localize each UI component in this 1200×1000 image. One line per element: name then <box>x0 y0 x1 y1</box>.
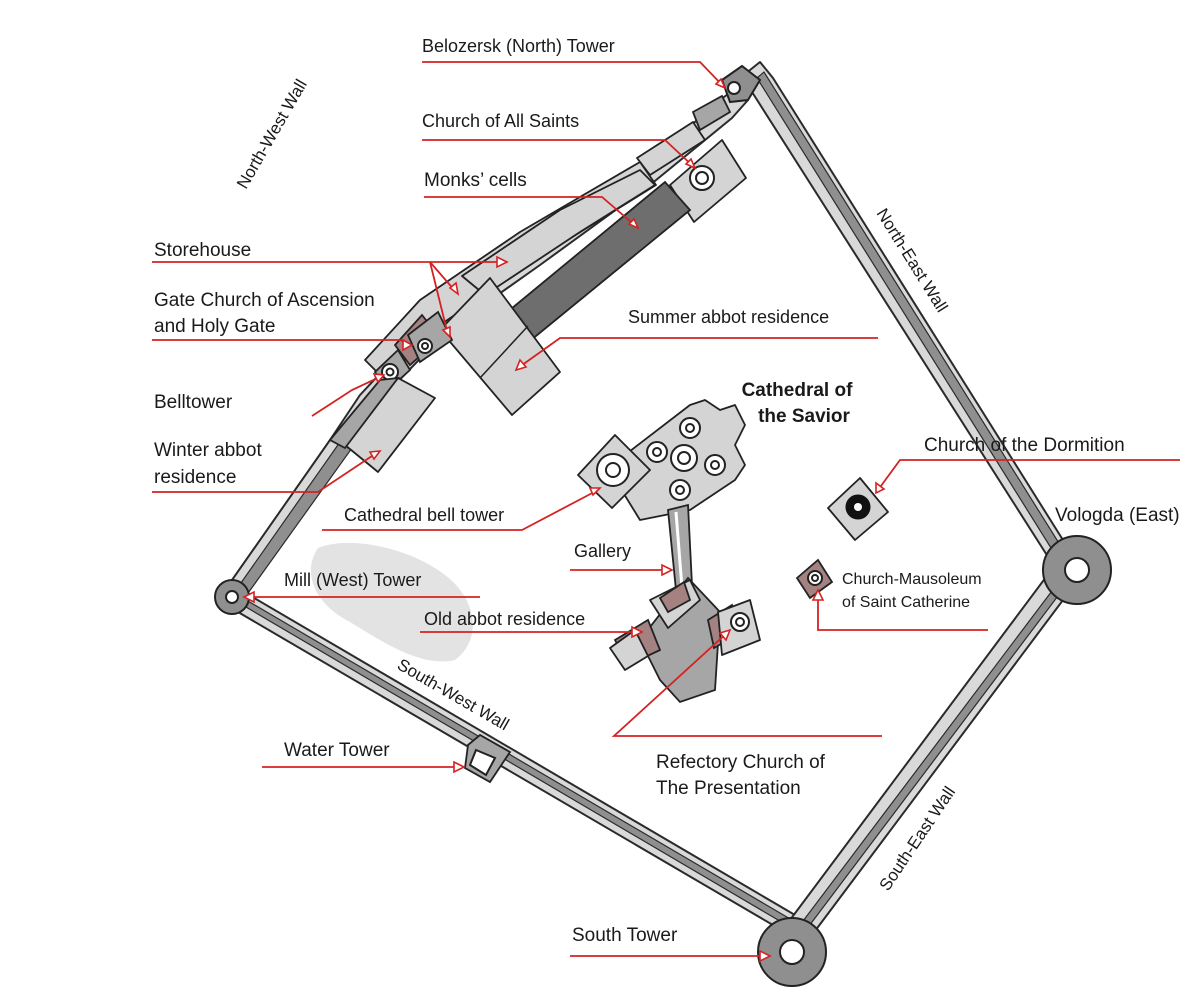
label-refectory-2: The Presentation <box>656 778 801 799</box>
summer-abbot-residence <box>439 277 561 416</box>
south-east-wall <box>789 564 1079 936</box>
label-winter-abbot-2: residence <box>154 467 236 488</box>
label-gallery: Gallery <box>574 541 631 561</box>
label-water-tower: Water Tower <box>284 740 390 761</box>
church-all-saints <box>669 139 747 223</box>
gate-church <box>393 310 454 367</box>
label-vologda-tower: Vologda (East) <box>1055 505 1180 526</box>
label-cathedral-bell-tower: Cathedral bell tower <box>344 505 504 525</box>
label-belltower: Belltower <box>154 392 233 413</box>
vologda-tower <box>1042 535 1112 605</box>
label-church-dormition: Church of the Dormition <box>924 435 1125 456</box>
refectory-church <box>609 576 761 704</box>
label-church-all-saints: Church of All Saints <box>422 111 579 131</box>
belozersk-tower <box>720 64 762 104</box>
labels: Belozersk (North) Tower Church of All Sa… <box>154 36 1180 946</box>
label-south-tower: South Tower <box>572 925 678 946</box>
nw-wall-dark-seg <box>328 376 400 450</box>
label-mausoleum-1: Church-Mausoleum <box>842 571 982 588</box>
arrowheads <box>242 77 886 963</box>
south-tower <box>757 917 827 987</box>
label-belozersk-tower: Belozersk (North) Tower <box>422 36 615 56</box>
label-north-west-wall: North-West Wall <box>233 76 311 192</box>
label-old-abbot: Old abbot residence <box>424 609 585 629</box>
label-monks-cells: Monks’ cells <box>424 170 527 191</box>
label-cathedral-2: the Savior <box>758 406 850 427</box>
leader-lines <box>152 61 1180 957</box>
label-storehouse: Storehouse <box>154 240 251 261</box>
label-cathedral-1: Cathedral of <box>742 380 854 401</box>
church-dormition <box>827 477 889 541</box>
label-summer-abbot: Summer abbot residence <box>628 307 829 327</box>
label-mill-tower: Mill (West) Tower <box>284 570 421 590</box>
label-refectory-1: Refectory Church of <box>656 752 826 773</box>
label-gate-church-1: Gate Church of Ascension <box>154 290 375 311</box>
storehouse-block-top <box>691 94 732 132</box>
mill-tower <box>214 579 250 615</box>
church-mausoleum <box>795 558 834 600</box>
water-tower <box>464 733 512 784</box>
label-winter-abbot-1: Winter abbot <box>154 440 262 461</box>
ground-shadow <box>310 542 473 662</box>
label-mausoleum-2: of Saint Catherine <box>842 594 970 611</box>
label-gate-church-2: and Holy Gate <box>154 316 275 337</box>
